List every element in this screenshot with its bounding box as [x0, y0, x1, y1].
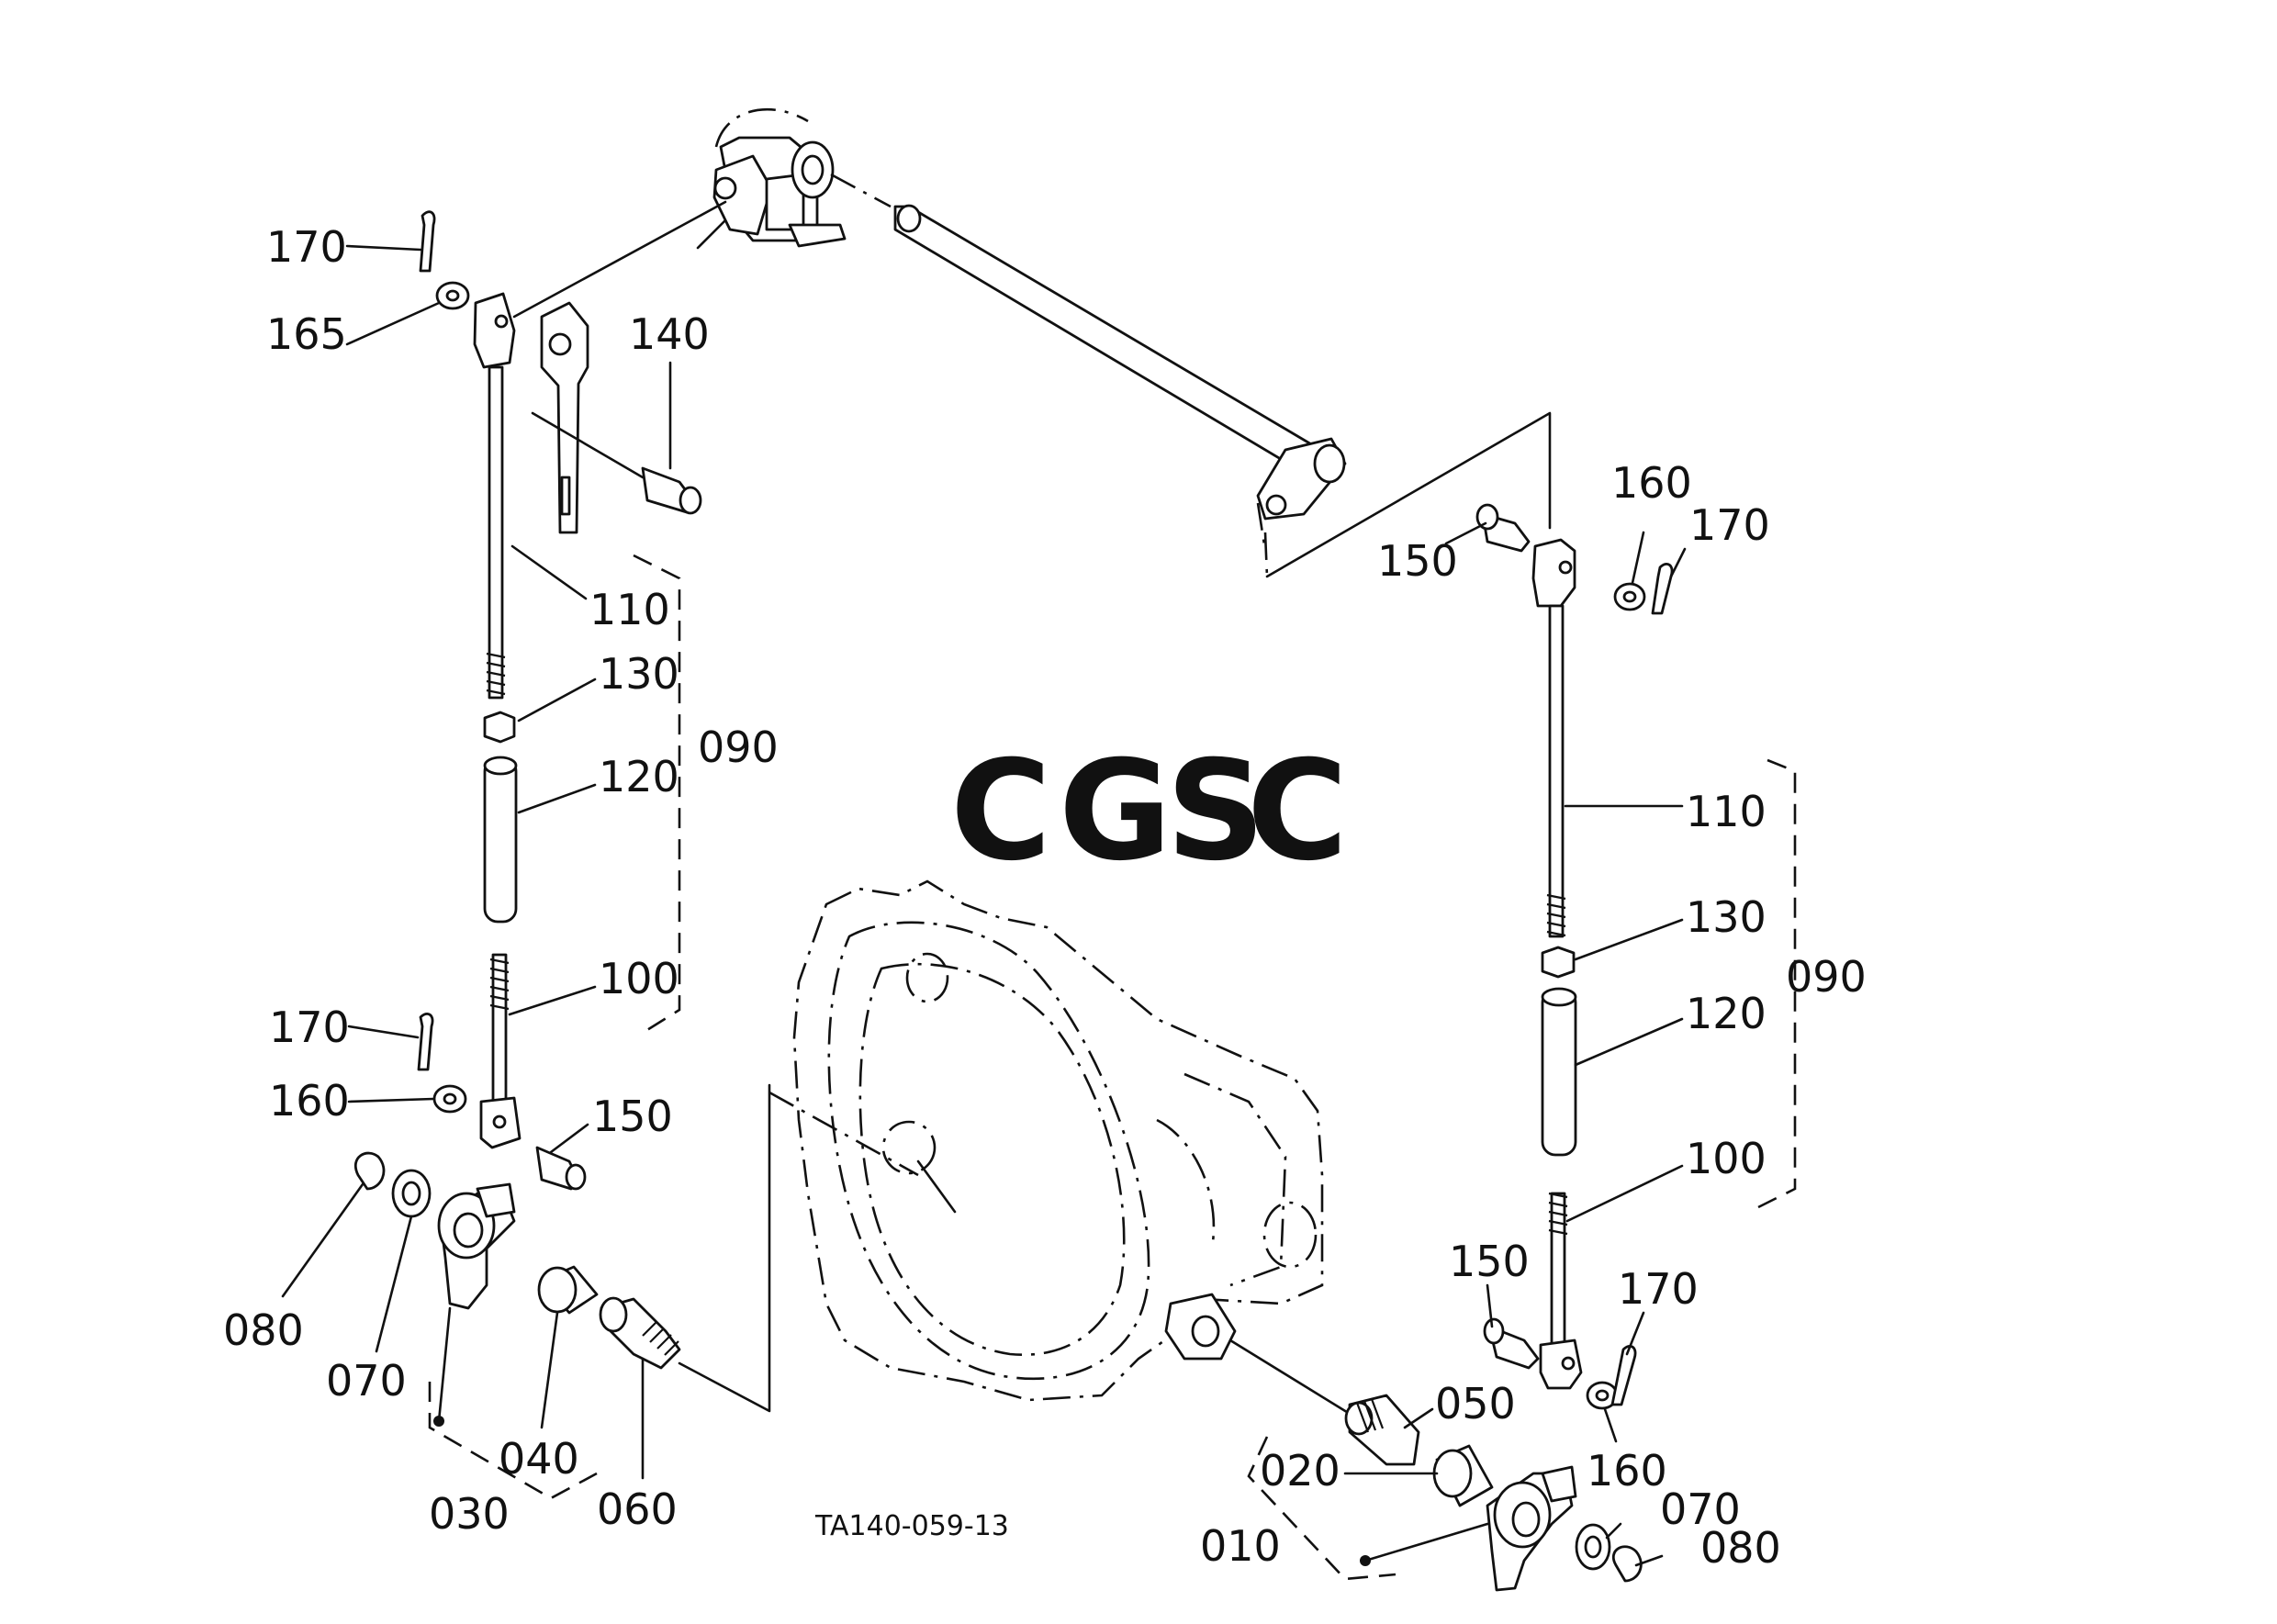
callout-165-left: 165: [266, 309, 347, 359]
callout-130-left: 130: [599, 649, 679, 699]
lever-plate: [540, 301, 589, 534]
transmission-housing: [792, 879, 1352, 1416]
callout-010-right: 010: [1200, 1521, 1281, 1571]
bracket-090-right: [1757, 758, 1797, 1209]
cotter-pin-170-left-top: [419, 210, 436, 273]
callout-040-left: 040: [499, 1434, 579, 1484]
cotter-pin-170-right-bottom: [1610, 1345, 1637, 1406]
callout-070-left: 070: [326, 1356, 407, 1406]
callout-150-right-bottom: 150: [1449, 1237, 1530, 1286]
thread-bottom-left: [489, 958, 510, 1011]
watermark-letter-c2: C: [1247, 732, 1348, 891]
callout-labels: 170 165 140 110 130 090 120 100 170 160 …: [223, 222, 1867, 1573]
callout-110-left: 110: [589, 585, 670, 634]
callout-140-left: 140: [629, 309, 710, 359]
rod-110-right: [1548, 604, 1565, 938]
right-lower-shaft-group: [1344, 1394, 1643, 1592]
yoke-bottom-right: [1539, 1338, 1583, 1390]
callout-060-left: 060: [597, 1484, 678, 1534]
callout-170-right-top: 170: [1689, 500, 1770, 550]
nut-130-left: [483, 711, 516, 744]
drawing-code: TA140-059-13: [814, 1510, 1009, 1542]
callout-170-left-bottom: 170: [269, 1002, 350, 1052]
bracket-090-left: [633, 554, 681, 1035]
cotter-pin-170-left-bottom: [417, 1013, 434, 1071]
sleeve-120-right: [1541, 988, 1577, 1157]
callout-120-right: 120: [1686, 989, 1767, 1038]
cgsc-watermark: C G S C: [950, 732, 1348, 891]
callout-170-left-top: 170: [266, 222, 347, 272]
callout-160-right-top: 160: [1611, 458, 1692, 508]
callout-030-left: 030: [429, 1489, 510, 1539]
callout-170-right-bottom: 170: [1618, 1264, 1699, 1314]
callout-020-right: 020: [1260, 1446, 1340, 1495]
sleeve-120-left: [483, 756, 518, 924]
yoke-top-left: [473, 292, 516, 369]
callout-080-right: 080: [1700, 1523, 1781, 1573]
thread-top-left: [486, 652, 506, 696]
callout-090-right: 090: [1786, 952, 1867, 1002]
circlip-080-right: [1612, 1545, 1643, 1583]
rod-100-left: [491, 953, 508, 1103]
left-rod-assembly: [417, 210, 702, 1191]
callout-090-left: 090: [698, 722, 779, 772]
cotter-pin-170-right-top: [1651, 563, 1674, 615]
yoke-top-right: [1531, 538, 1576, 608]
cross-shaft: [830, 173, 1347, 577]
rod-100-right: [1550, 1192, 1566, 1351]
watermark-letter-s: S: [1166, 732, 1265, 891]
group-brackets: [428, 554, 1797, 1581]
callout-160-right-bottom: 160: [1587, 1446, 1667, 1495]
upper-bracket-assembly: [696, 107, 847, 250]
callout-130-right: 130: [1686, 892, 1767, 942]
circlip-080-left: [354, 1151, 386, 1191]
callout-160-left: 160: [269, 1076, 350, 1126]
callout-120-left: 120: [599, 752, 679, 801]
callout-080-left: 080: [223, 1305, 304, 1355]
watermark-letter-c1: C: [950, 732, 1051, 891]
callout-150-right-top: 150: [1377, 536, 1458, 586]
linkage-reference-lines: [512, 200, 1552, 1413]
leader-lines: [281, 244, 1687, 1567]
thread-bottom-right: [1548, 1192, 1568, 1236]
callout-100-right: 100: [1686, 1134, 1767, 1183]
callout-100-left: 100: [599, 954, 679, 1003]
thread-top-right: [1546, 893, 1566, 937]
nut-130-right: [1541, 946, 1576, 979]
rod-110-left: [488, 365, 504, 700]
thread-shaft-060: [642, 1321, 679, 1356]
callout-070-right: 070: [1660, 1484, 1741, 1534]
callout-050-right: 050: [1435, 1379, 1516, 1428]
callout-110-right: 110: [1686, 787, 1767, 836]
right-rod-assembly: [1475, 503, 1674, 1410]
thread-shaft-050: [1355, 1398, 1385, 1433]
callout-150-left: 150: [592, 1092, 673, 1141]
watermark-letter-g: G: [1059, 732, 1172, 891]
left-lower-shaft-group: [354, 1151, 681, 1427]
